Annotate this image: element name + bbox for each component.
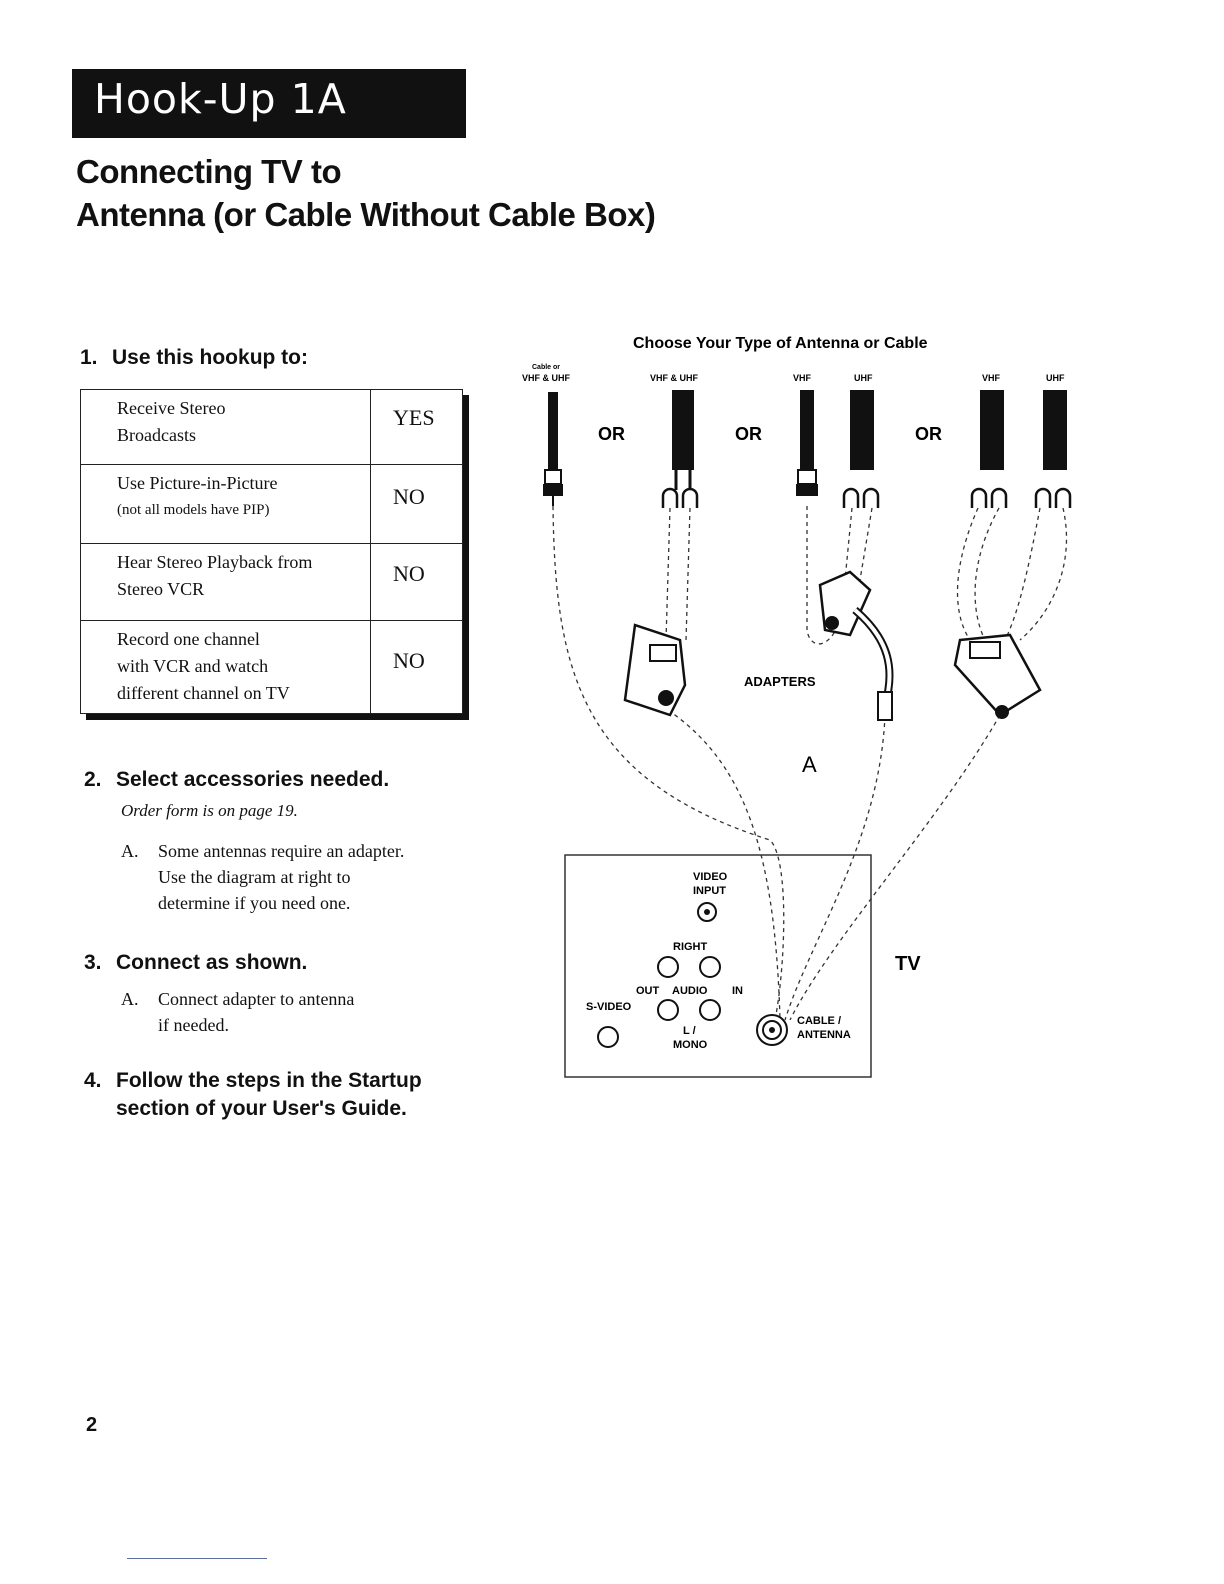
page-title-line1: Connecting TV to (76, 153, 342, 190)
connection-wires (552, 505, 1068, 1021)
audio-out-left-jack-icon (657, 999, 679, 1021)
out-label: OUT (636, 985, 660, 997)
table-cell-feature: Receive Stereo Broadcasts (80, 389, 371, 465)
antenna-label: ANTENNA (797, 1029, 851, 1041)
table-cell-feature: Record one channel with VCR and watch di… (80, 620, 371, 714)
uhf-twin-lead-icon (842, 390, 880, 508)
step-3-heading: 3.Connect as shown. (84, 951, 308, 974)
table-row: Receive Stereo Broadcasts YES (80, 389, 463, 465)
label-vhf-1: VHF (793, 373, 812, 383)
twin-lead-icon (661, 390, 699, 508)
hookup-table: Receive Stereo Broadcasts YES Use Pictur… (80, 389, 463, 714)
l-label: L / (683, 1025, 696, 1037)
label-cable-or: Cable or (532, 364, 560, 371)
table-cell-answer: NO (370, 620, 463, 714)
mono-label: MONO (673, 1039, 708, 1051)
input-label: INPUT (693, 885, 726, 897)
svideo-label: S-VIDEO (586, 1001, 632, 1013)
vhf-twin-lead-icon (970, 390, 1008, 508)
label-uhf-1: UHF (854, 373, 873, 383)
coax-cable-icon (543, 392, 563, 506)
audio-in-right-jack-icon (699, 956, 721, 978)
adapter-icon-2 (953, 633, 1042, 719)
audio-label: AUDIO (672, 985, 708, 997)
page-number: 2 (86, 1414, 98, 1436)
svideo-jack-icon (597, 1026, 619, 1048)
table-cell-feature: Use Picture-in-Picture (not all models h… (80, 464, 371, 544)
tv-label: TV (895, 953, 921, 975)
step-1-heading: 1.Use this hookup to: (80, 346, 308, 369)
adapters-label: ADAPTERS (744, 674, 816, 689)
or-label-3: OR (915, 424, 942, 444)
label-vhf-uhf: VHF & UHF (650, 373, 698, 383)
table-row: Record one channel with VCR and watch di… (80, 620, 463, 714)
audio-out-right-jack-icon (657, 956, 679, 978)
in-label: IN (732, 985, 743, 997)
video-label: VIDEO (693, 871, 728, 883)
table-cell-feature: Hear Stereo Playback from Stereo VCR (80, 543, 371, 621)
step-3-item-a: A. Connect adapter to antenna if needed. (121, 989, 355, 1035)
step-2-heading: 2.Select accessories needed. (84, 768, 390, 791)
table-cell-answer: NO (370, 464, 463, 544)
tv-back-panel: VIDEO INPUT RIGHT OUT AUDIO IN S-VIDEO L… (564, 854, 872, 1078)
audio-in-left-jack-icon (699, 999, 721, 1021)
footer-rule (127, 1558, 267, 1559)
or-label-1: OR (598, 424, 625, 444)
order-form-note: Order form is on page 19. (121, 801, 298, 820)
label-vhf-2: VHF (982, 373, 1001, 383)
step-4-heading: 4.Follow the steps in the Startup sectio… (84, 1069, 422, 1120)
hookup-banner: Hook-Up 1A (72, 69, 466, 138)
label-uhf-2: UHF (1046, 373, 1065, 383)
right-label: RIGHT (673, 941, 708, 953)
table-cell-answer: NO (370, 543, 463, 621)
label-cable-vhf-uhf: VHF & UHF (522, 373, 570, 383)
table-row: Use Picture-in-Picture (not all models h… (80, 464, 463, 544)
diagram-title: Choose Your Type of Antenna or Cable (633, 335, 928, 352)
or-label-2: OR (735, 424, 762, 444)
banner-title: Hook-Up 1A (94, 75, 347, 123)
adapter-cable-icon (818, 570, 894, 721)
step-2-item-a: A. Some antennas require an adapter. Use… (121, 841, 405, 913)
uhf-twin-lead-icon-2 (1034, 390, 1072, 508)
table-row: Hear Stereo Playback from Stereo VCR NO (80, 543, 463, 621)
page-title-line2: Antenna (or Cable Without Cable Box) (76, 196, 656, 233)
cable-label: CABLE / (797, 1015, 841, 1027)
table-cell-answer: YES (370, 389, 463, 465)
adapter-letter: A (802, 752, 817, 777)
adapter-icon (623, 623, 687, 717)
hookup-diagram: Choose Your Type of Antenna or Cable Cab… (522, 335, 1072, 1078)
vhf-coax-icon (796, 390, 818, 496)
